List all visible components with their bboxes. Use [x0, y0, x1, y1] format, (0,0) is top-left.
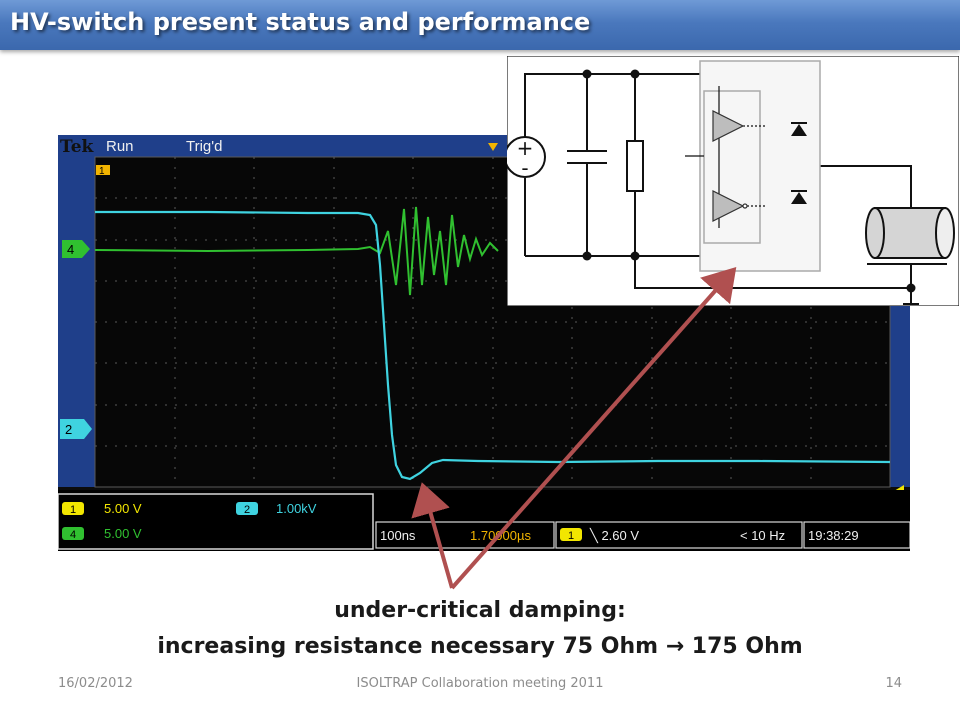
- ch4-trace: [94, 206, 499, 296]
- caption-line-1: under-critical damping:: [334, 598, 626, 623]
- svg-text:1: 1: [568, 530, 574, 542]
- footer-page-number: 14: [885, 676, 902, 691]
- scope-run-state: Run: [106, 138, 134, 155]
- source-plus-label: +: [517, 136, 534, 160]
- svg-text:2: 2: [244, 504, 250, 516]
- oscilloscope-screenshot: Tek Run Trig'd 1 4 2 1 5.00: [58, 135, 910, 551]
- ch4-scale: 5.00 V: [104, 526, 142, 541]
- ch1-badge: [62, 502, 84, 515]
- footer-event: ISOLTRAP Collaboration meeting 2011: [356, 676, 604, 691]
- driver-amplifier-icons: [712, 110, 748, 222]
- trigger-channel-badge: [560, 528, 582, 541]
- diode-icons: [791, 122, 807, 204]
- title-bar: HV-switch present status and performance: [0, 0, 960, 50]
- trigger-frequency: < 10 Hz: [740, 528, 785, 543]
- slide-title: HV-switch present status and performance: [10, 8, 591, 36]
- trigger-position-icon: [488, 143, 498, 151]
- footer-date: 16/02/2012: [58, 676, 133, 691]
- scope-clock: 19:38:29: [808, 528, 859, 543]
- ch1-trigger-marker: [96, 165, 110, 175]
- source-minus-label: -: [521, 156, 528, 180]
- trigger-level: ╲ 2.60 V: [589, 527, 639, 544]
- scope-info-panel: [58, 490, 910, 551]
- ch1-marker-label: 1: [99, 166, 105, 177]
- svg-text:1: 1: [70, 504, 76, 516]
- arrow-to-ringing: [411, 482, 454, 589]
- caption-line-2: increasing resistance necessary 75 Ohm →…: [157, 634, 803, 659]
- ch1-scale: 5.00 V: [104, 501, 142, 516]
- ch2-badge: [236, 502, 258, 515]
- circuit-schematic: + -: [507, 56, 959, 306]
- ch4-badge: [62, 527, 84, 540]
- svg-text:2: 2: [65, 422, 72, 437]
- ch2-scale: 1.00kV: [276, 501, 317, 516]
- ch4-marker: 4: [62, 240, 90, 258]
- arrow-to-resistor: [450, 267, 737, 590]
- ch2-marker: 2: [60, 419, 92, 439]
- svg-text:4: 4: [70, 529, 76, 541]
- timebase: 100ns: [380, 528, 416, 543]
- scope-brand: Tek: [60, 137, 95, 157]
- scope-trigger-state: Trig'd: [186, 138, 222, 155]
- load-cylinder-icon: [865, 207, 955, 259]
- svg-text:4: 4: [67, 242, 74, 257]
- voltage-source-icon: [507, 136, 546, 178]
- ch2-trace: [95, 210, 891, 481]
